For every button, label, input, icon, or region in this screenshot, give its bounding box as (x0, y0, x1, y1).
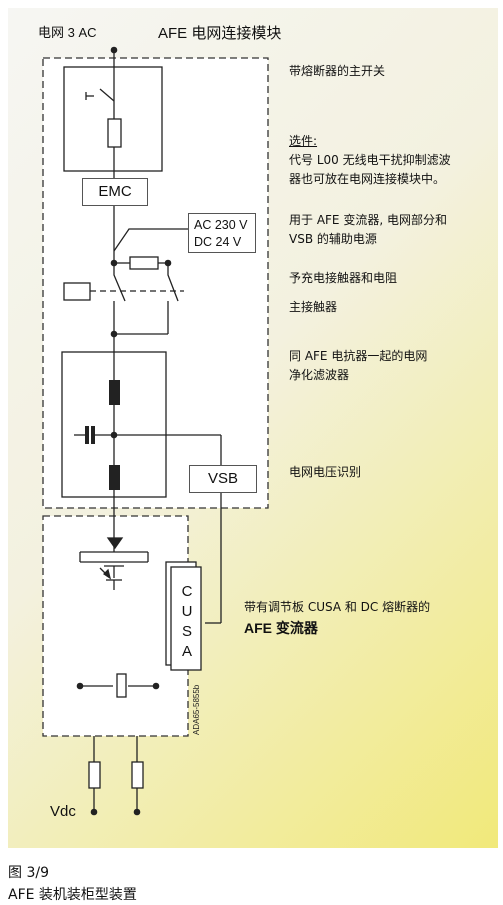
grid-label: 电网 3 AC (38, 25, 97, 40)
aux-line2: VSB 的辅助电源 (289, 232, 377, 246)
dc-fuse-left (88, 761, 101, 789)
annotation-option: 选件: 代号 L00 无线电干扰抑制滤波 器也可放在电网连接模块中。 (289, 132, 451, 189)
annotation-aux-supply: 用于 AFE 变流器, 电网部分和 VSB 的辅助电源 (289, 211, 447, 249)
annotation-fuse-switch: 带熔断器的主开关 (289, 64, 386, 78)
fuse-symbol (107, 118, 122, 148)
annotation-voltage-detect: 电网电压识别 (289, 465, 362, 479)
cusa-letter: S (181, 623, 192, 640)
annotation-main-contactor: 主接触器 (289, 300, 338, 314)
contactor-coil (63, 282, 91, 301)
emc-box: EMC (82, 178, 148, 206)
option-line2: 器也可放在电网连接模块中。 (289, 172, 446, 186)
figure-title: AFE 装机装柜型装置 (8, 887, 137, 903)
aux-line1: 用于 AFE 变流器, 电网部分和 (289, 213, 447, 227)
drawing-code: ADA65-5855b (192, 684, 201, 735)
annotation-filter: 同 AFE 电抗器一起的电网 净化滤波器 (289, 347, 427, 385)
afe-converter-frame (42, 515, 189, 737)
precharge-resistor (129, 256, 159, 270)
aux-voltage-line1: AC 230 V (194, 218, 248, 232)
converter-line2: AFE 变流器 (244, 620, 318, 636)
annotation-converter: 带有调节板 CUSA 和 DC 熔断器的 AFE 变流器 (244, 598, 430, 639)
cusa-letter: U (181, 603, 193, 620)
option-title: 选件: (289, 134, 318, 148)
annotation-precharge: 予充电接触器和电阻 (289, 271, 398, 285)
dc-capacitor (116, 673, 127, 698)
converter-line1: 带有调节板 CUSA 和 DC 熔断器的 (244, 600, 431, 614)
dc-fuse-right (131, 761, 144, 789)
figure-number: 图 3/9 (8, 865, 49, 881)
aux-voltage-box: AC 230 V DC 24 V (188, 213, 256, 253)
dc-voltage-label: Vdc (50, 803, 76, 820)
cusa-letter: C (181, 583, 193, 600)
filter-line2: 净化滤波器 (289, 368, 350, 382)
filter-line1: 同 AFE 电抗器一起的电网 (289, 349, 428, 363)
cusa-board-label: C U S A (177, 582, 197, 662)
reactor-lower (109, 465, 120, 490)
vsb-box: VSB (189, 465, 257, 493)
cusa-letter: A (181, 643, 192, 660)
aux-voltage-line2: DC 24 V (194, 235, 242, 249)
reactor-upper (109, 380, 120, 405)
module-title: AFE 电网连接模块 (158, 25, 282, 42)
option-line1: 代号 L00 无线电干扰抑制滤波 (289, 153, 451, 167)
